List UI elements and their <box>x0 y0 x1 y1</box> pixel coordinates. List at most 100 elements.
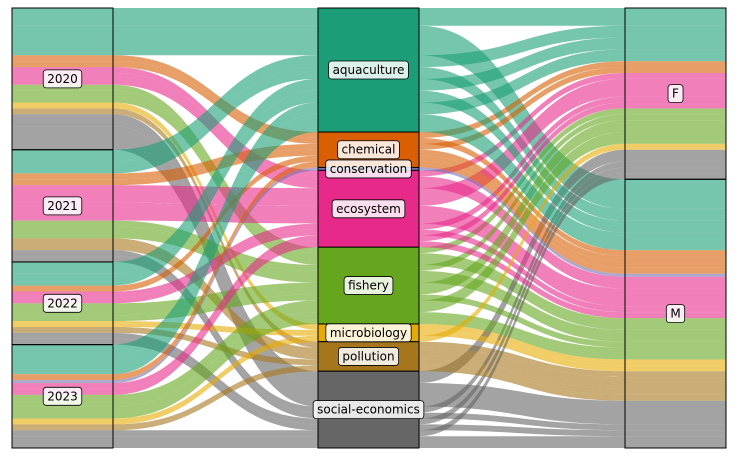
lode-sex-2022-microbiology-M <box>625 365 726 372</box>
label-sex-M-box <box>665 304 686 324</box>
flow-2021-ecosystem-M-1 <box>419 205 625 307</box>
lode-sex-2021-social-economics-F <box>625 161 726 168</box>
lode-sex-2020-social-economics-F <box>625 149 726 162</box>
lode-year-2021-social-economics-F <box>12 250 113 257</box>
label-year-2021-text: 2021 <box>47 199 78 213</box>
flow-2023-microbiology-F-1 <box>419 143 625 342</box>
lode-sex-2020-pollution-M <box>625 371 726 378</box>
flow-2021-pollution-M-1 <box>419 347 625 389</box>
flow-2022-ecosystem-F-1 <box>419 96 625 230</box>
flow-2023-aquaculture-F-0 <box>113 102 318 357</box>
label-topic-pollution: pollution <box>337 347 400 366</box>
stratum-year-2023 <box>11 344 114 449</box>
flow-2023-pollution-M-1 <box>419 365 625 401</box>
lode-sex-2022-fishery-F <box>625 120 726 133</box>
lode-year-2020-social-economics-F <box>12 114 113 127</box>
flow-2021-chemical-M-0 <box>113 149 318 186</box>
lode-year-2020-fishery-M <box>12 90 113 103</box>
flow-2023-aquaculture-M-0 <box>113 114 318 375</box>
lode-sex-2023-conservation-M <box>625 273 726 277</box>
lode-sex-2023-fishery-M <box>625 347 726 360</box>
flow-2021-social-economics-M-1 <box>419 412 625 431</box>
lode-sex-2020-aquaculture-F <box>625 8 726 26</box>
lode-year-2023-aquaculture-F <box>12 344 113 357</box>
lode-year-2022-microbiology-M <box>12 321 113 327</box>
label-year-2020: 2020 <box>42 69 83 89</box>
lode-year-2022-fishery-M <box>12 315 113 322</box>
flow-2023-ecosystem-F-0 <box>113 235 318 389</box>
flow-2020-ecosystem-M-0 <box>113 72 318 189</box>
flow-2020-ecosystem-F-1 <box>419 72 625 177</box>
lode-sex-2023-aquaculture-M <box>625 232 726 251</box>
label-topic-fishery: fishery <box>343 276 394 295</box>
flow-2022-aquaculture-F-1 <box>419 37 625 91</box>
flow-2022-ecosystem-M-0 <box>113 229 318 304</box>
label-topic-chemical-box <box>337 140 400 160</box>
lode-sex-2023-chemical-M <box>625 267 726 274</box>
flow-2022-fishery-F-1 <box>419 120 625 295</box>
label-topic-social-economics-box <box>312 400 425 420</box>
label-topic-ecosystem: ecosystem <box>331 199 406 219</box>
label-sex-M-text: M <box>670 307 680 321</box>
label-topic-pollution-box <box>337 347 400 366</box>
flow-2020-microbiology-M-1 <box>419 323 625 366</box>
lode-sex-2023-social-economics-M <box>625 436 726 448</box>
flow-2023-ecosystem-F-1 <box>419 102 625 242</box>
lode-year-2021-social-economics-M <box>12 256 113 262</box>
label-year-2021: 2021 <box>42 196 83 216</box>
flow-2021-fishery-F-1 <box>419 114 625 271</box>
lode-year-2023-pollution-M <box>12 424 113 431</box>
lode-year-2020-chemical-F <box>12 55 113 62</box>
label-topic-aquaculture-text: aquaculture <box>333 63 405 77</box>
lode-sex-2022-social-economics-F <box>625 167 726 174</box>
flow-2020-fishery-M-1 <box>419 253 625 330</box>
lode-year-2022-social-economics-M <box>12 338 113 345</box>
flow-2021-aquaculture-F-1 <box>419 25 625 68</box>
lode-sex-2022-aquaculture-M <box>625 220 726 233</box>
flow-2021-fishery-M-0 <box>113 226 318 283</box>
flow-2021-aquaculture-F-0 <box>113 55 318 162</box>
lode-year-2022-chemical-M <box>12 285 113 292</box>
stratum-sex-M <box>624 178 727 449</box>
lode-year-2021-fishery-M <box>12 226 113 239</box>
lode-year-2022-pollution-M <box>12 326 113 333</box>
label-topic-fishery-box <box>343 276 394 295</box>
label-topic-chemical: chemical <box>337 140 400 160</box>
label-topic-conservation: conservation <box>325 159 412 179</box>
lode-sex-2020-aquaculture-M <box>625 179 726 209</box>
label-topic-conservation-box <box>325 159 412 179</box>
flow-2022-pollution-M-1 <box>419 359 625 395</box>
label-topic-ecosystem-text: ecosystem <box>336 202 401 216</box>
lode-year-2020-microbiology-M <box>12 102 113 109</box>
label-year-2022: 2022 <box>42 293 83 313</box>
flow-2023-aquaculture-F-1 <box>419 49 625 115</box>
lode-year-2020-aquaculture-M <box>12 25 113 56</box>
lode-year-2023-microbiology-F <box>12 418 113 425</box>
label-year-2022-text: 2022 <box>47 296 78 310</box>
lode-sex-2021-aquaculture-M <box>625 208 726 221</box>
flow-2023-pollution-M-0 <box>113 365 318 431</box>
flow-2022-social-economics-M-0 <box>113 338 318 431</box>
flow-2022-fishery-M-0 <box>113 294 318 322</box>
lode-year-2020-aquaculture-F <box>12 8 113 26</box>
lode-sex-2023-social-economics-F <box>625 173 726 180</box>
flow-2020-aquaculture-M-1 <box>419 25 625 209</box>
flow-2022-social-economics-M-1 <box>419 424 625 437</box>
label-year-2023: 2023 <box>42 386 83 406</box>
label-year-2023-text: 2023 <box>47 389 78 403</box>
lode-year-2023-aquaculture-M <box>12 356 113 375</box>
lode-year-2021-chemical-F <box>12 173 113 180</box>
flow-2023-social-economics-F-1 <box>419 173 625 437</box>
lode-sex-2020-fishery-M <box>625 318 726 330</box>
flow-2021-ecosystem-M-0 <box>113 202 318 224</box>
flow-layer <box>12 8 726 448</box>
flow-2023-social-economics-M-0 <box>113 436 318 448</box>
lode-sex-2020-social-economics-M <box>625 400 726 425</box>
lode-sex-2021-aquaculture-F <box>625 25 726 38</box>
label-topic-fishery-text: fishery <box>348 279 389 293</box>
flow-2020-chemical-F-0 <box>113 55 318 138</box>
flow-2020-social-economics-F-1 <box>419 149 625 384</box>
flow-2020-chemical-M-1 <box>419 137 625 257</box>
flow-2023-microbiology-F-0 <box>113 335 318 425</box>
lode-sex-2021-chemical-F <box>625 67 726 73</box>
